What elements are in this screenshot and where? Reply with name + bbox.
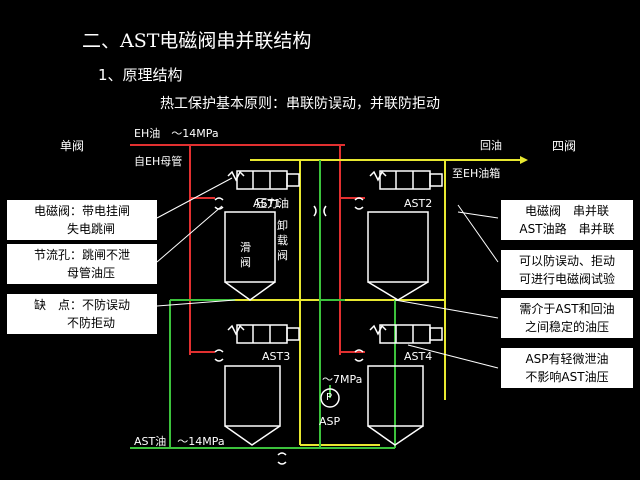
right-note-series-parallel-line1: 电磁阀 串并联	[524, 204, 609, 218]
section-subtitle: 1、原理结构	[98, 66, 183, 84]
principle-text: 热工保护基本原则：串联防误动，并联防拒动	[160, 96, 440, 112]
left-note-drawback-line2: 不防拒动	[67, 316, 116, 330]
ast3-label: AST3	[262, 350, 291, 363]
left-note-drawback-line1: 缺 点：不防误动	[33, 298, 130, 312]
from-eh-header-label: 自EH母管	[134, 155, 183, 168]
ast2-valve	[354, 170, 443, 301]
asp-pressure-label: ～7MPa	[322, 373, 363, 386]
ast1-label: AST1	[253, 197, 282, 210]
ast4-valve	[354, 324, 443, 446]
right-note-asp-leak: ASP有轻微泄油 不影响AST油压	[501, 348, 633, 388]
return-oil-label: 回油	[480, 139, 502, 152]
page-title: 二、AST电磁阀串并联结构	[82, 30, 312, 52]
to-eh-tank-label: 至EH油箱	[452, 167, 501, 180]
right-note-stable-pressure-line2: 之间稳定的油压	[524, 320, 609, 334]
right-note-series-parallel: 电磁阀 串并联 AST油路 串并联	[501, 200, 633, 240]
pressure-oil-label: 压力油	[256, 197, 289, 210]
ast3-valve	[214, 324, 300, 446]
right-note-stable-pressure: 需介于AST和回油 之间稳定的油压	[501, 298, 633, 338]
right-note-asp-leak-line2: 不影响AST油压	[525, 370, 609, 384]
ast-oil-lines	[130, 160, 396, 449]
right-note-series-parallel-line2: AST油路 串并联	[519, 222, 615, 236]
eh-oil-lines	[130, 144, 365, 355]
left-note-drawback: 缺 点：不防误动 不防拒动	[7, 294, 157, 334]
ast1-valve	[214, 170, 300, 301]
left-note-orifice-line1: 节流孔：跳闸不泄	[33, 248, 130, 262]
single-valve-label: 单阀	[60, 139, 85, 153]
left-note-solenoid-line1: 电磁阀：带电挂闸	[33, 204, 130, 218]
slide-valve-label: 滑阀	[240, 241, 251, 269]
orifice-mark	[313, 205, 327, 217]
left-note-orifice-line2: 母管油压	[67, 266, 116, 280]
ast4-label: AST4	[404, 350, 433, 363]
unload-valve-label: 卸载阀	[277, 219, 288, 262]
ast-oil-label: AST油 ～14MPa	[134, 435, 225, 448]
right-note-prevent-line1: 可以防误动、拒动	[518, 254, 615, 268]
bottom-orifice	[277, 452, 287, 465]
left-note-solenoid: 电磁阀：带电挂闸 失电跳闸	[7, 200, 157, 240]
right-note-stable-pressure-line1: 需介于AST和回油	[519, 302, 615, 316]
asp-label: ASP	[319, 415, 341, 428]
asp-gauge	[320, 388, 340, 408]
pointer-lines	[156, 177, 499, 369]
right-note-prevent-line2: 可进行电磁阀试验	[518, 272, 615, 286]
right-note-prevent: 可以防误动、拒动 可进行电磁阀试验	[501, 250, 633, 290]
return-arrow	[520, 156, 528, 164]
left-note-orifice: 节流孔：跳闸不泄 母管油压	[7, 244, 157, 284]
left-note-solenoid-line2: 失电跳闸	[67, 222, 116, 236]
four-valve-label: 四阀	[552, 139, 577, 153]
p-gauge-label: P	[326, 392, 333, 403]
ast2-label: AST2	[404, 197, 433, 210]
eh-oil-label: EH油 ～14MPa	[134, 127, 219, 140]
right-note-asp-leak-line1: ASP有轻微泄油	[525, 352, 609, 366]
